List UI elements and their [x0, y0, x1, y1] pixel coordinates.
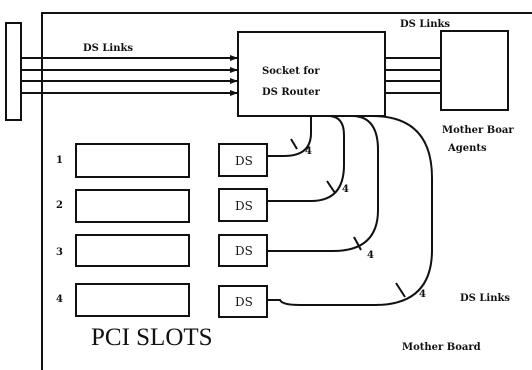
ds-links-left — [21, 55, 238, 96]
pci-slot-1 — [75, 143, 190, 178]
ds-box-label-3: DS — [235, 244, 253, 258]
mother-board-label: Mother Board — [402, 342, 481, 353]
ds-boxes — [218, 143, 268, 318]
ds-box-label-2: DS — [235, 199, 253, 213]
link-tick-marks — [290, 138, 406, 298]
pci-slot-3 — [75, 234, 190, 267]
link-count-2: 4 — [342, 184, 349, 195]
slot-number-1: 1 — [56, 155, 63, 166]
link-count-4: 4 — [419, 289, 426, 300]
pci-slots-label: PCI SLOTS — [91, 324, 213, 351]
mother-board-agents-label-line-2: Agents — [447, 143, 487, 154]
ds-links-label-top-right: DS Links — [400, 19, 450, 30]
slot-number-3: 3 — [56, 247, 63, 258]
pci-slot-boxes — [75, 143, 190, 317]
slot-number-4: 4 — [56, 294, 63, 305]
ds-box-2 — [218, 188, 268, 222]
socket-label-line-1: Socket for — [262, 66, 320, 77]
ds-box-1 — [218, 143, 268, 177]
ds-link-curves — [267, 115, 433, 306]
ds-box-4 — [218, 285, 268, 318]
ds-link-curve-4 — [267, 115, 433, 306]
ds-link-curve-2 — [267, 115, 345, 202]
edge-connector — [5, 22, 22, 121]
link-count-3: 4 — [367, 250, 374, 261]
ds-links-right — [385, 57, 441, 94]
ds-links-label-right: DS Links — [460, 293, 510, 304]
ds-box-label-1: DS — [235, 154, 253, 168]
socket-label-line-2: DS Router — [262, 87, 321, 98]
mother-board-agents-label-line-1: Mother Boar — [442, 125, 514, 136]
link-count-1: 4 — [305, 146, 312, 157]
ds-box-label-4: DS — [235, 295, 253, 309]
ds-links-label-top-left: DS Links — [83, 43, 133, 54]
pci-slot-4 — [75, 283, 190, 317]
ds-link-curve-3 — [267, 115, 379, 252]
pci-slot-2 — [75, 189, 190, 223]
ds-link-curve-1 — [267, 116, 312, 157]
mother-board-agents-box — [440, 30, 509, 111]
mother-board-outline — [41, 12, 532, 370]
slot-number-2: 2 — [56, 200, 63, 211]
